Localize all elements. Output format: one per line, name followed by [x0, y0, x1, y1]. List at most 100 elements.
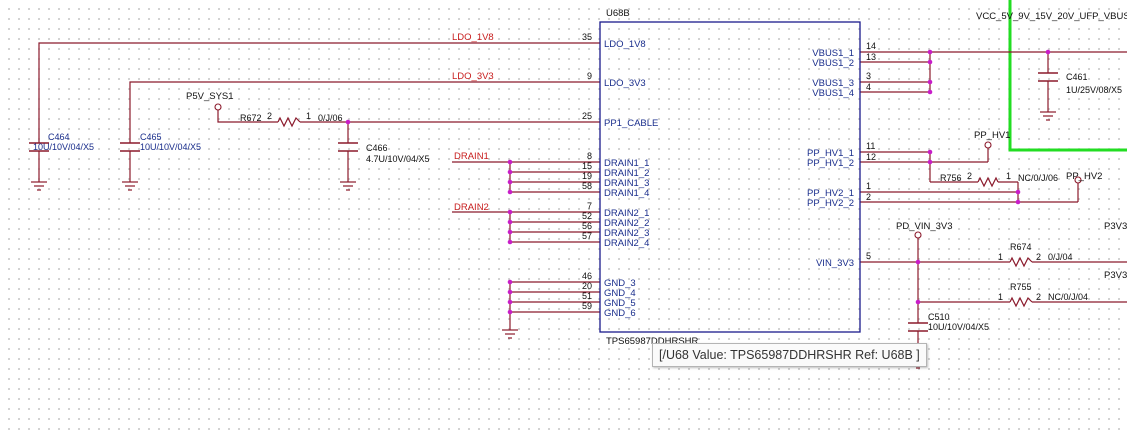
pin-name: LDO_1V8	[604, 39, 646, 50]
pin-name: DRAIN2_2	[604, 218, 649, 229]
r674-symbol	[1009, 256, 1033, 268]
c466-value: 4.7U/10V/04/X5	[366, 154, 430, 164]
pin-name: PP1_CABLE	[604, 118, 658, 129]
net-label-p3v3-a: P3V3	[1104, 221, 1127, 232]
green-region-border	[1008, 0, 1127, 152]
component-tooltip: [/U68 Value: TPS65987DDHRSHR Ref: U68B ]	[652, 343, 927, 367]
pin-number: 19	[582, 171, 592, 181]
c510-value: 10U/10V/04/X5	[928, 322, 989, 332]
ic-part-label: TPS65987DDHRSHR	[606, 336, 699, 347]
pin-name: PP_HV1_2	[807, 158, 854, 169]
pin-number: 51	[582, 291, 592, 301]
pin-number: 46	[582, 271, 592, 281]
pin-number: 12	[866, 152, 876, 162]
pin-number: 11	[866, 141, 875, 151]
pin-number: 59	[582, 301, 592, 311]
c464-value: 10U/10V/04/X5	[33, 142, 94, 152]
ground-c466	[340, 181, 356, 191]
ground-c461	[1040, 111, 1056, 121]
net-label-pd-vin: PD_VIN_3V3	[896, 221, 953, 232]
r674-ref: R674	[1010, 242, 1032, 252]
pin-name: LDO_3V3	[604, 78, 646, 89]
r672-symbol	[277, 116, 301, 128]
pin-name: DRAIN1_3	[604, 178, 649, 189]
pin-name: VBUS1_4	[812, 88, 854, 99]
r756-symbol	[977, 176, 999, 188]
capacitor-symbols	[29, 72, 1058, 332]
r756-ref: R756	[940, 173, 962, 183]
resistor-symbols	[277, 116, 1033, 308]
port-pp-hv2	[1074, 176, 1082, 184]
r755-ref: R755	[1010, 282, 1032, 292]
pin-number: 13	[866, 52, 876, 62]
net-label-pp-hv2: PP_HV2	[1066, 171, 1102, 182]
right-pin-names: VBUS1_1 VBUS1_2 VBUS1_3 VBUS1_4 PP_HV1_1…	[807, 48, 854, 269]
ground-gnd-pins	[502, 329, 518, 339]
pin-number: 1	[866, 181, 871, 191]
junctions	[345, 49, 1051, 315]
r755-symbol	[1009, 296, 1033, 308]
wires	[38, 42, 1127, 360]
pin-name: DRAIN1_1	[604, 158, 649, 169]
pin-number: 9	[587, 71, 592, 81]
pin-number: 15	[582, 161, 592, 171]
net-label-vcc-bus: VCC_5V_9V_15V_20V_UFP_VBUS P	[976, 11, 1127, 22]
c461-ref: C461	[1066, 72, 1088, 82]
pin-name: DRAIN2_3	[604, 228, 649, 239]
net-label-drain1: DRAIN1	[454, 151, 489, 162]
c464-ref: C464	[48, 132, 70, 142]
net-label-ldo-1v8: LDO_1V8	[452, 32, 494, 43]
component-labels: C464 10U/10V/04/X5 C465 10U/10V/04/X5 C4…	[33, 72, 1122, 332]
net-labels: LDO_1V8 LDO_3V3 DRAIN1 DRAIN2 P5V_SYS1 V…	[186, 11, 1127, 281]
c461-value: 1U/25V/08/X5	[1066, 85, 1122, 95]
pin-name: VIN_3V3	[816, 258, 854, 269]
pin-number: 8	[587, 151, 592, 161]
pin-number: 52	[582, 211, 592, 221]
ic-ref-label: U68B	[606, 8, 630, 19]
pin-name: VBUS1_2	[812, 58, 854, 69]
r672-ref: R672	[240, 113, 262, 123]
port-pd-vin-3v3	[914, 231, 922, 239]
c466-ref: C466	[366, 143, 388, 153]
ground-c464	[31, 181, 47, 191]
r672-pin2: 2	[267, 111, 272, 121]
net-label-drain2: DRAIN2	[454, 202, 489, 213]
r755-value: NC/0/J/04	[1048, 292, 1088, 302]
pin-number: 3	[866, 71, 871, 81]
r755-pin2: 2	[1036, 292, 1041, 302]
net-label-p5v-sys1: P5V_SYS1	[186, 91, 234, 102]
r756-pin2: 2	[967, 171, 972, 181]
pin-name: GND_5	[604, 298, 636, 309]
pin-number: 35	[582, 32, 592, 42]
power-ports	[214, 103, 1082, 239]
right-pin-numbers: 14 13 3 4 11 12 1 2 5	[866, 41, 876, 261]
pin-number: 4	[866, 82, 871, 92]
ic-body-u68b[interactable]	[599, 21, 861, 333]
r674-pin2: 2	[1036, 252, 1041, 262]
pin-number: 20	[582, 281, 592, 291]
pin-name: DRAIN2_4	[604, 238, 649, 249]
pin-number: 7	[587, 201, 592, 211]
net-label-pp-hv1: PP_HV1	[974, 130, 1010, 141]
left-pin-numbers: 35 9 25 8 15 19 58 7 52 56 57 46 20 51 5…	[582, 32, 592, 311]
left-pin-names: LDO_1V8 LDO_3V3 PP1_CABLE DRAIN1_1 DRAIN…	[604, 39, 658, 319]
ground-c465	[122, 181, 138, 191]
pin-number: 14	[866, 41, 876, 51]
r674-pin1: 1	[998, 252, 1003, 262]
pin-number: 5	[866, 251, 871, 261]
pin-name: PP_HV2_2	[807, 198, 854, 209]
pin-number: 2	[866, 192, 871, 202]
c465-ref: C465	[140, 132, 162, 142]
c510-ref: C510	[928, 312, 950, 322]
r756-value: NC/0/J/06	[1018, 173, 1058, 183]
pin-name: PP_HV1_1	[807, 148, 854, 159]
pin-name: PP_HV2_1	[807, 188, 854, 199]
c465-value: 10U/10V/04/X5	[140, 142, 201, 152]
net-label-ldo-3v3: LDO_3V3	[452, 71, 494, 82]
port-p5v-sys1	[214, 103, 222, 111]
pin-name: GND_4	[604, 288, 636, 299]
r755-pin1: 1	[998, 292, 1003, 302]
r672-pin1: 1	[306, 111, 311, 121]
pin-name: GND_6	[604, 308, 636, 319]
